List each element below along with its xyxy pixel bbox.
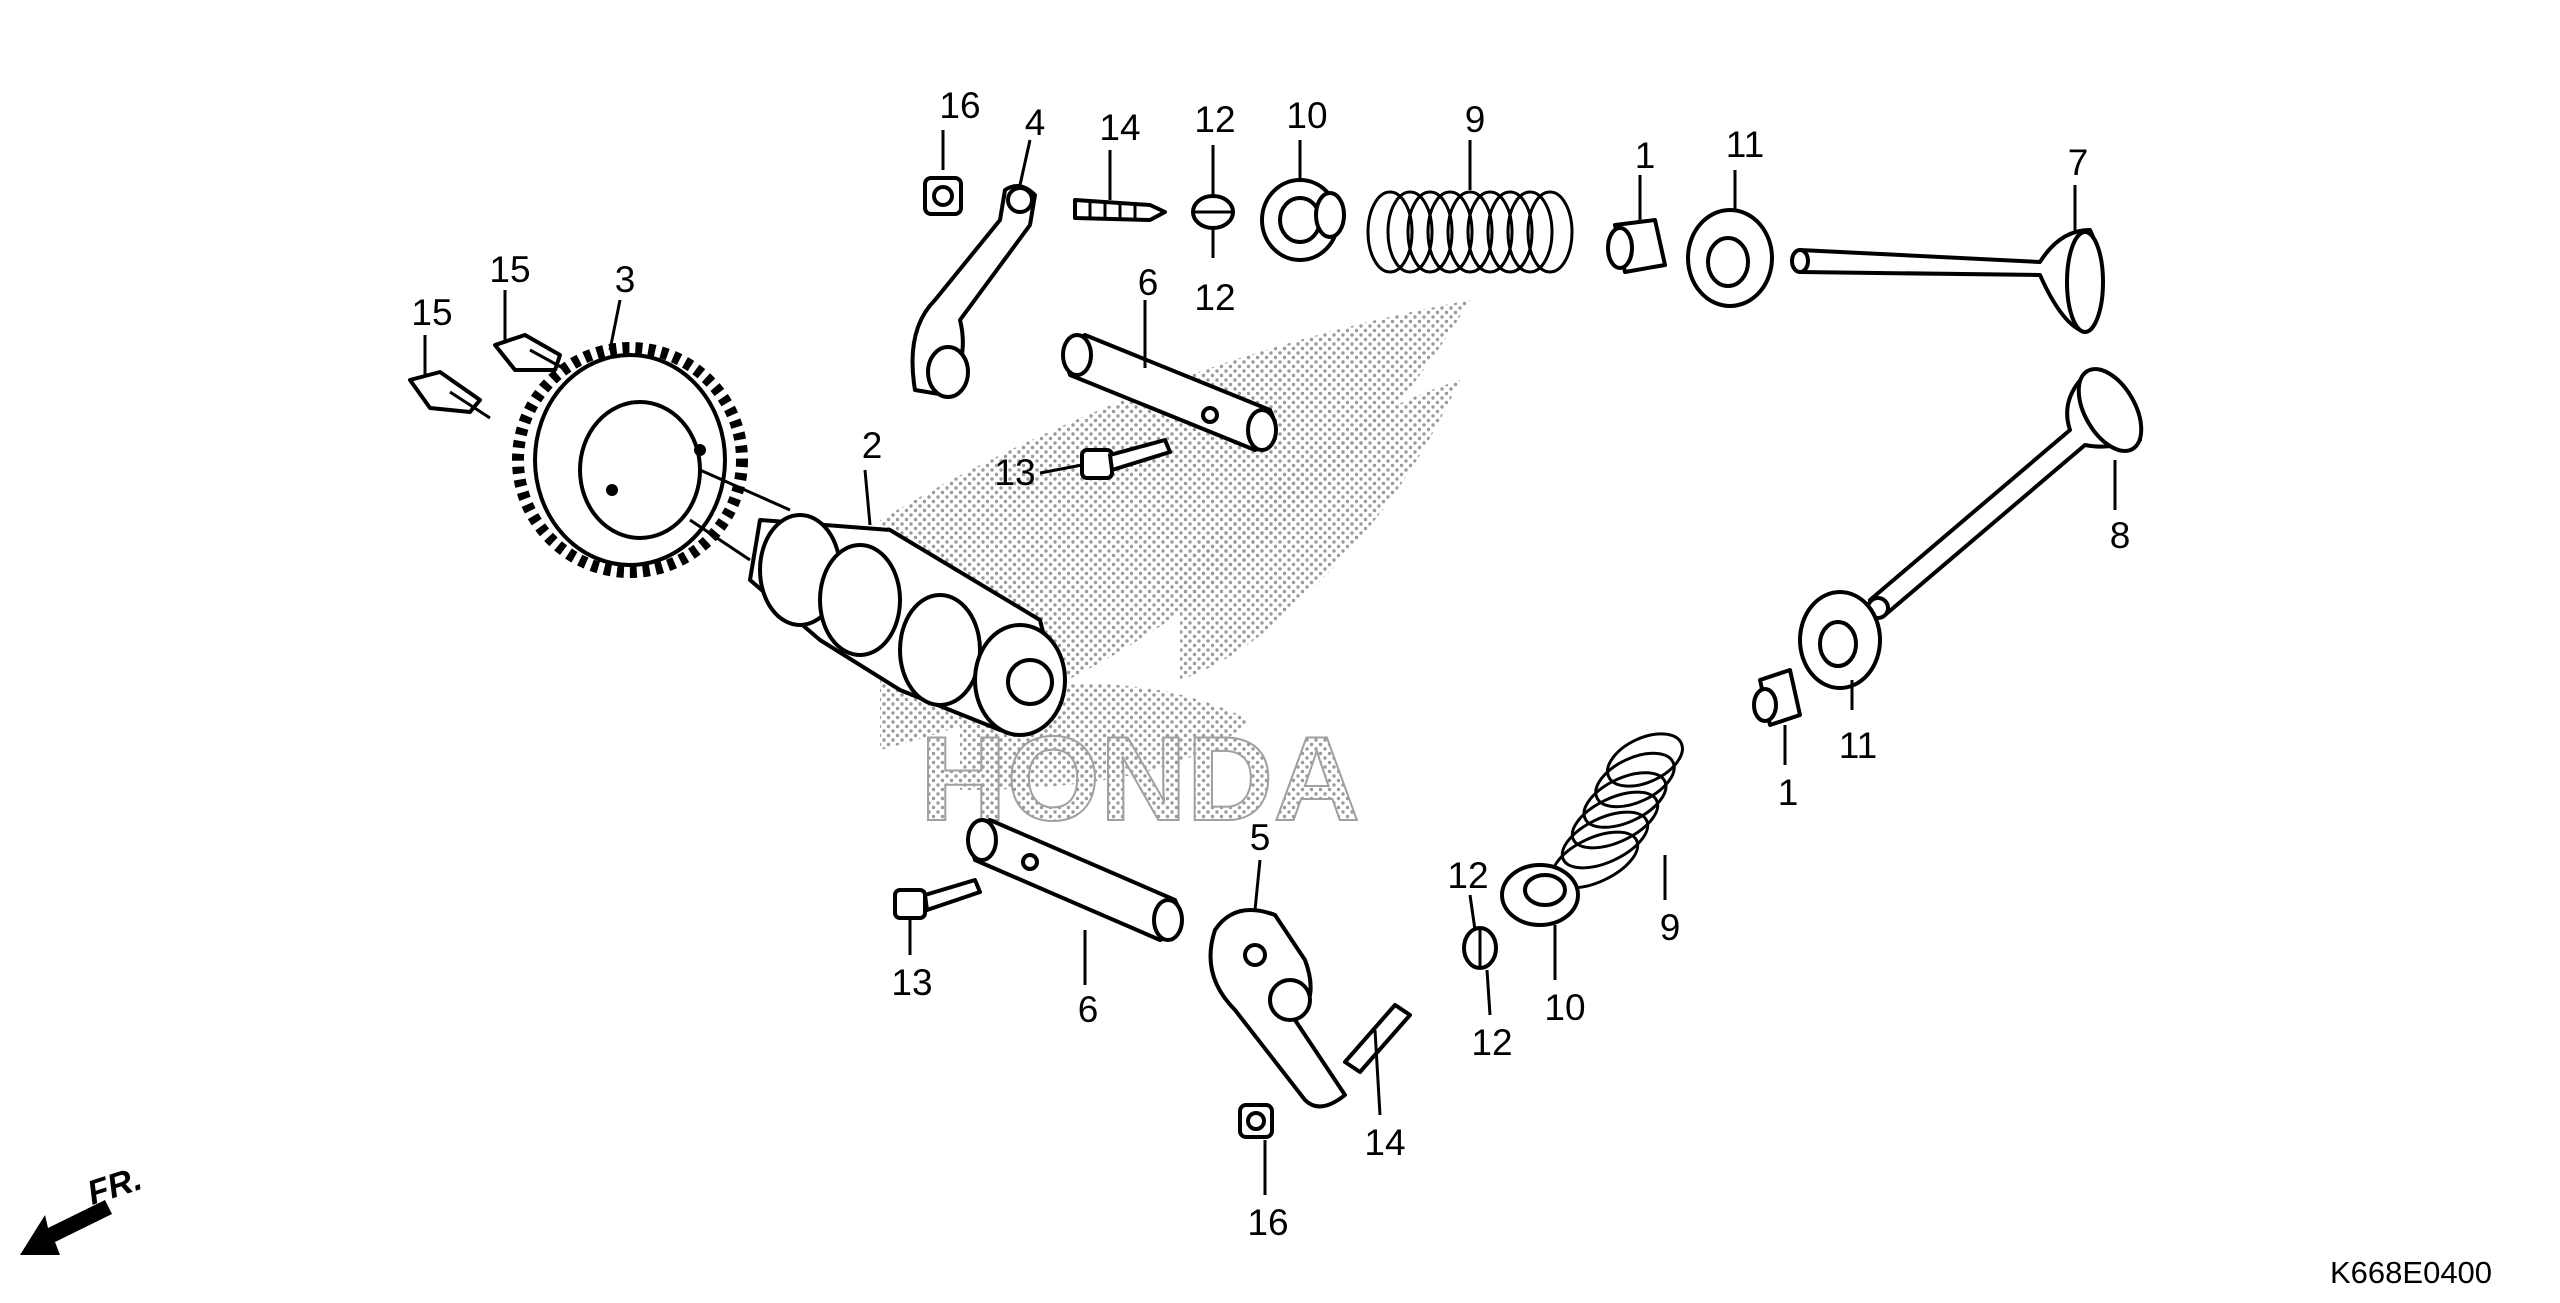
callout-8: 8 xyxy=(2110,515,2131,556)
leader-lines xyxy=(423,130,2117,1195)
callout-14-upper: 14 xyxy=(1099,107,1140,148)
callout-6-upper: 6 xyxy=(1138,262,1159,303)
rocker-arm-lower xyxy=(1208,908,1347,1109)
callout-6-lower: 6 xyxy=(1078,989,1099,1030)
nut-upper xyxy=(923,176,963,216)
rocker-shaft-lower xyxy=(966,818,1184,942)
spring-retainer-upper xyxy=(1260,178,1346,262)
callout-9-lower: 9 xyxy=(1660,907,1681,948)
spring-seat-upper xyxy=(1686,208,1774,308)
diagram-code: K668E0400 xyxy=(2330,1255,2492,1290)
valve-cotter-lower xyxy=(1462,926,1498,970)
front-label: FR. xyxy=(83,1160,147,1213)
callout-12-upper-top: 12 xyxy=(1194,99,1235,140)
rocker-arm-upper xyxy=(910,184,1037,399)
gear-bolt-lower xyxy=(408,370,491,420)
callout-16-lower: 16 xyxy=(1247,1202,1288,1243)
valve-spring-lower xyxy=(1550,732,1684,890)
callout-1-upper: 1 xyxy=(1635,135,1656,176)
stem-seal-upper xyxy=(1606,218,1667,274)
callout-labels: 16 4 14 12 10 9 1 11 7 15 3 15 12 6 2 13… xyxy=(411,85,2130,1243)
callout-13-upper: 13 xyxy=(994,452,1035,493)
nut-lower xyxy=(1238,1103,1274,1139)
callout-12-lower-bottom: 12 xyxy=(1471,1022,1512,1063)
spring-seat-lower xyxy=(1798,590,1882,690)
spring-retainer-lower xyxy=(1500,863,1580,927)
callout-4: 4 xyxy=(1025,102,1046,143)
callout-14-lower: 14 xyxy=(1364,1122,1405,1163)
valve-spring-upper xyxy=(1366,190,1574,274)
callout-12-upper-bottom: 12 xyxy=(1194,277,1235,318)
callout-11-lower: 11 xyxy=(1839,725,1877,766)
adjust-screw-lower xyxy=(1343,1003,1412,1074)
exhaust-valve xyxy=(1866,367,2144,620)
callout-12-lower-top: 12 xyxy=(1447,855,1488,896)
adjust-screw-upper xyxy=(1073,198,1167,222)
rocker-shaft-upper xyxy=(1061,333,1278,452)
callout-10-lower: 10 xyxy=(1544,987,1585,1028)
callout-13-lower: 13 xyxy=(891,962,932,1003)
stem-seal-lower xyxy=(1752,668,1802,727)
callout-16-upper: 16 xyxy=(939,85,980,126)
callout-15-upper: 15 xyxy=(489,249,530,290)
callout-9-upper: 9 xyxy=(1465,99,1486,140)
front-arrow-icon xyxy=(20,1200,112,1255)
callout-1-lower: 1 xyxy=(1778,772,1799,813)
shaft-bolt-lower xyxy=(893,878,982,920)
camshaft xyxy=(689,468,1067,737)
gear-bolt-upper xyxy=(493,333,571,374)
intake-valve xyxy=(1790,228,2105,334)
callout-2: 2 xyxy=(862,425,883,466)
front-direction-marker: FR. xyxy=(20,1160,147,1255)
cam-gear xyxy=(512,342,748,578)
callout-3: 3 xyxy=(615,259,636,300)
callout-7: 7 xyxy=(2068,142,2089,183)
valve-cotter-upper xyxy=(1191,194,1235,230)
callout-10-upper: 10 xyxy=(1286,95,1327,136)
callout-11-upper: 11 xyxy=(1726,124,1764,165)
callout-5: 5 xyxy=(1250,817,1271,858)
callout-15-lower: 15 xyxy=(411,292,452,333)
shaft-bolt-upper xyxy=(1080,438,1172,480)
